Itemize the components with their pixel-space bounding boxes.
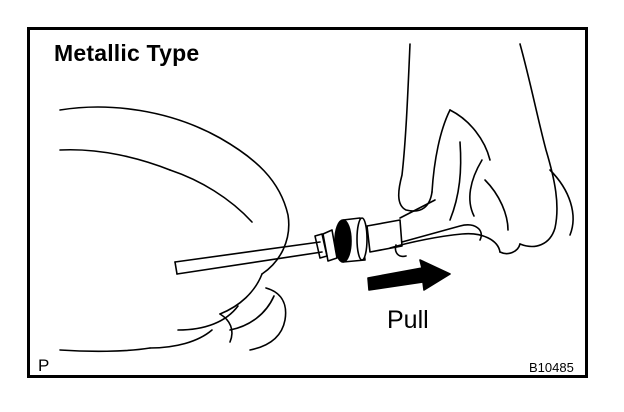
cable-disconnect-illustration bbox=[59, 43, 574, 353]
figure-code: B10485 bbox=[529, 360, 574, 375]
diagram-title: Metallic Type bbox=[54, 40, 200, 66]
left-hand bbox=[59, 106, 290, 353]
diagram-frame: Metallic Type Pull P B10485 bbox=[27, 27, 588, 378]
pull-arrow-icon bbox=[367, 259, 451, 291]
cable bbox=[174, 241, 323, 275]
cable-connector bbox=[314, 199, 482, 263]
corner-mark: P bbox=[38, 356, 50, 375]
pull-direction-label: Pull bbox=[387, 306, 429, 334]
right-hand bbox=[389, 43, 574, 258]
